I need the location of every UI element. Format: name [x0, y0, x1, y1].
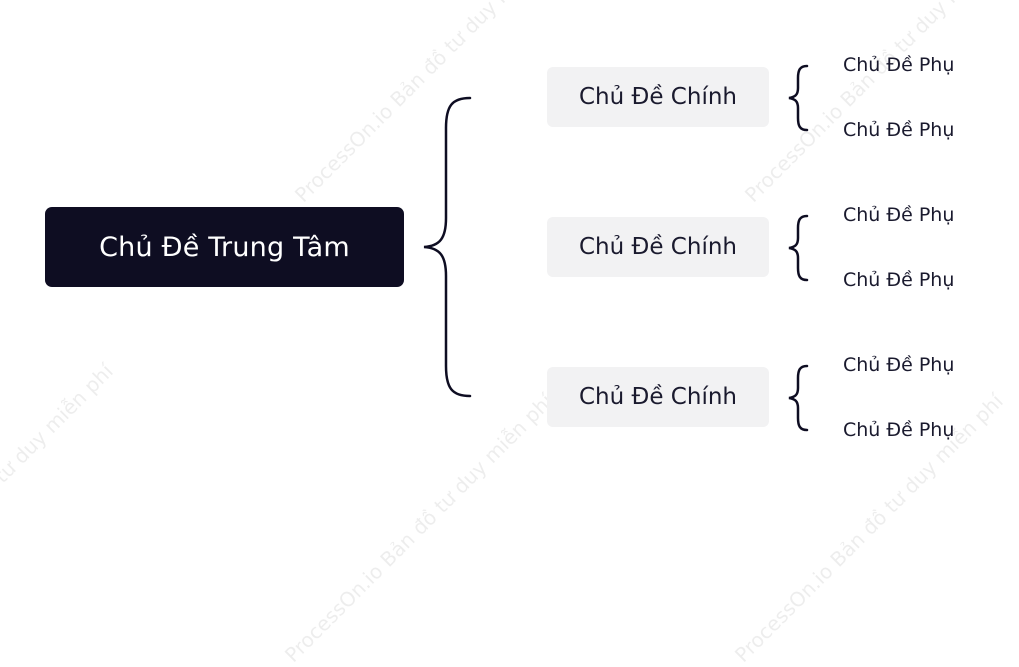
main-topic-brace — [788, 214, 809, 282]
central-topic[interactable]: Chủ Đề Trung Tâm — [45, 207, 404, 287]
main-topic-label: Chủ Đề Chính — [579, 84, 737, 110]
central-brace — [423, 96, 472, 398]
main-topic-label: Chủ Đề Chính — [579, 384, 737, 410]
main-topic-label: Chủ Đề Chính — [579, 234, 737, 260]
sub-topic[interactable]: Chủ Đề Phụ — [843, 54, 955, 76]
sub-topic[interactable]: Chủ Đề Phụ — [843, 269, 955, 291]
main-topic-brace — [788, 64, 809, 132]
sub-topic[interactable]: Chủ Đề Phụ — [843, 419, 955, 441]
main-topic[interactable]: Chủ Đề Chính — [547, 367, 769, 427]
main-topic[interactable]: Chủ Đề Chính — [547, 67, 769, 127]
sub-topic[interactable]: Chủ Đề Phụ — [843, 204, 955, 226]
connector-layer — [423, 64, 809, 432]
sub-topic[interactable]: Chủ Đề Phụ — [843, 119, 955, 141]
main-topic[interactable]: Chủ Đề Chính — [547, 217, 769, 277]
main-topic-brace — [788, 364, 809, 432]
sub-topic[interactable]: Chủ Đề Phụ — [843, 354, 955, 376]
central-topic-label: Chủ Đề Trung Tâm — [99, 231, 350, 263]
